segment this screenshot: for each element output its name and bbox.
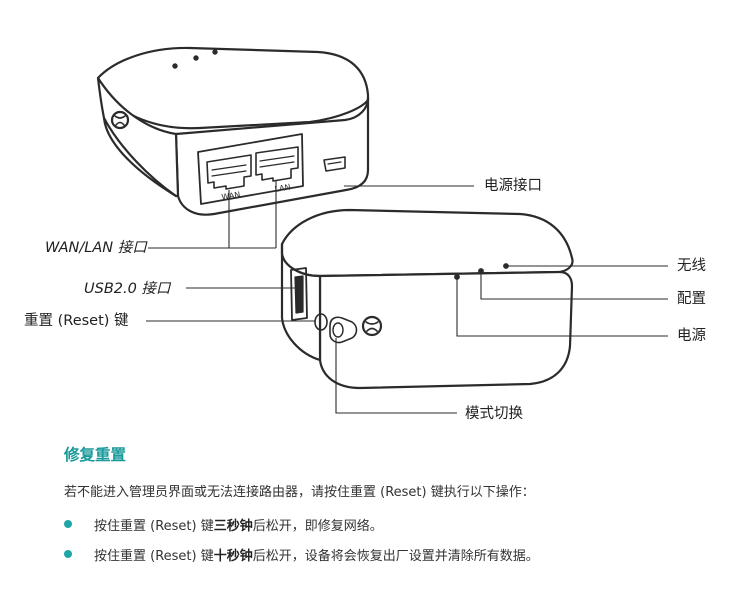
- label-power: 电源: [677, 328, 706, 344]
- router-front-view: [280, 208, 574, 390]
- router-diagram: WAN LAN: [96, 46, 668, 414]
- label-power-port: 电源接口: [484, 178, 542, 194]
- label-usb-port: USB2.0 接口: [84, 281, 171, 297]
- list-item-text: 按住重置 (Reset) 键十秒钟后松开，设备将会恢复出厂设置并清除所有数据。: [94, 549, 539, 564]
- leader-config: [480, 271, 668, 300]
- label-wireless: 无线: [677, 258, 706, 274]
- label-reset-key: 重置 (Reset) 键: [24, 313, 129, 329]
- wan-port-text: WAN: [221, 190, 241, 202]
- router-back-view: [96, 46, 370, 216]
- section-title: 修复重置: [64, 446, 127, 464]
- label-wan-lan-port: WAN/LAN 接口: [45, 240, 147, 256]
- label-config: 配置: [677, 291, 706, 307]
- lan-port-text: LAN: [274, 183, 291, 194]
- section-intro: 若不能进入管理员界面或无法连接路由器，请按住重置 (Reset) 键执行以下操作…: [64, 485, 535, 500]
- bullet-dot: [64, 550, 72, 558]
- list-item-text: 按住重置 (Reset) 键三秒钟后松开，即修复网络。: [94, 519, 383, 534]
- bullet-dot: [64, 520, 72, 528]
- leader-mode-switch: [335, 338, 457, 414]
- leader-wan-lan: [148, 180, 277, 249]
- leader-power: [456, 277, 668, 337]
- label-mode-switch: 模式切换: [465, 406, 523, 422]
